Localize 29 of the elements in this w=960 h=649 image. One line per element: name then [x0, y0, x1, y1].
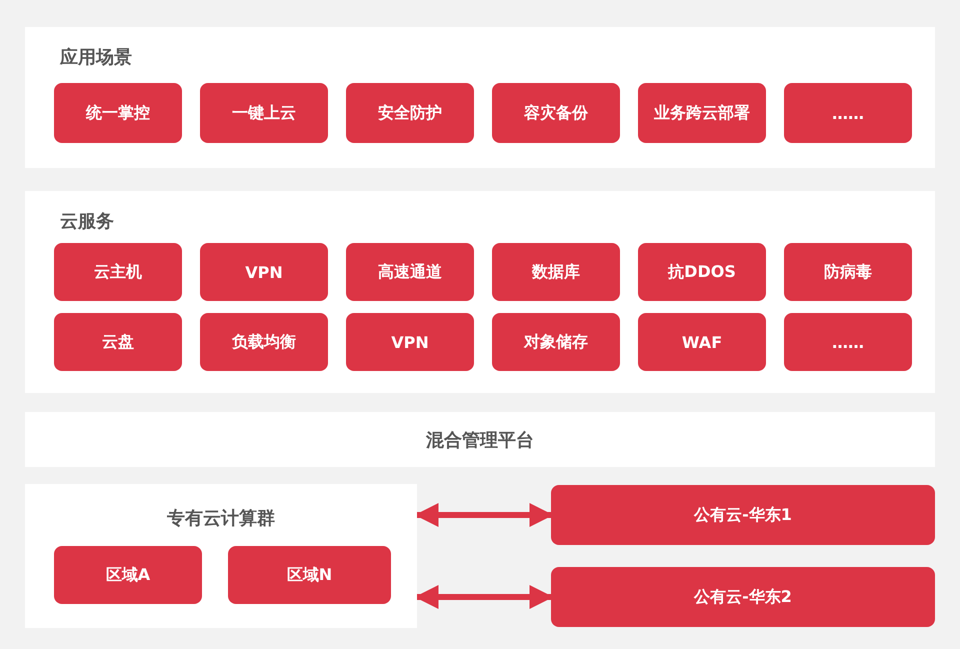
service-box: 区域A — [54, 546, 202, 604]
service-box: 统一掌控 — [54, 83, 182, 143]
service-box: 公有云-华东1 — [551, 485, 935, 545]
service-box: 防病毒 — [784, 243, 912, 301]
service-box: VPN — [200, 243, 328, 301]
panel-background — [25, 484, 417, 628]
section-heading: 云服务 — [60, 210, 114, 233]
service-box: VPN — [346, 313, 474, 371]
service-box: 安全防护 — [346, 83, 474, 143]
service-box: 业务跨云部署 — [638, 83, 766, 143]
service-box: 高速通道 — [346, 243, 474, 301]
service-box: …… — [784, 313, 912, 371]
section-heading: 应用场景 — [60, 46, 132, 69]
service-box: 对象储存 — [492, 313, 620, 371]
service-box: 区域N — [228, 546, 391, 604]
panel-background — [25, 191, 935, 393]
panel-background — [25, 27, 935, 168]
section-heading: 专有云计算群 — [166, 507, 276, 530]
band-label: 混合管理平台 — [426, 428, 534, 452]
service-box: 数据库 — [492, 243, 620, 301]
service-box: 一键上云 — [200, 83, 328, 143]
service-box: 公有云-华东2 — [551, 567, 935, 627]
service-box: 云主机 — [54, 243, 182, 301]
service-box: 抗DDOS — [638, 243, 766, 301]
service-box: …… — [784, 83, 912, 143]
service-box: 云盘 — [54, 313, 182, 371]
service-box: 负载均衡 — [200, 313, 328, 371]
service-box: WAF — [638, 313, 766, 371]
service-box: 容灾备份 — [492, 83, 620, 143]
